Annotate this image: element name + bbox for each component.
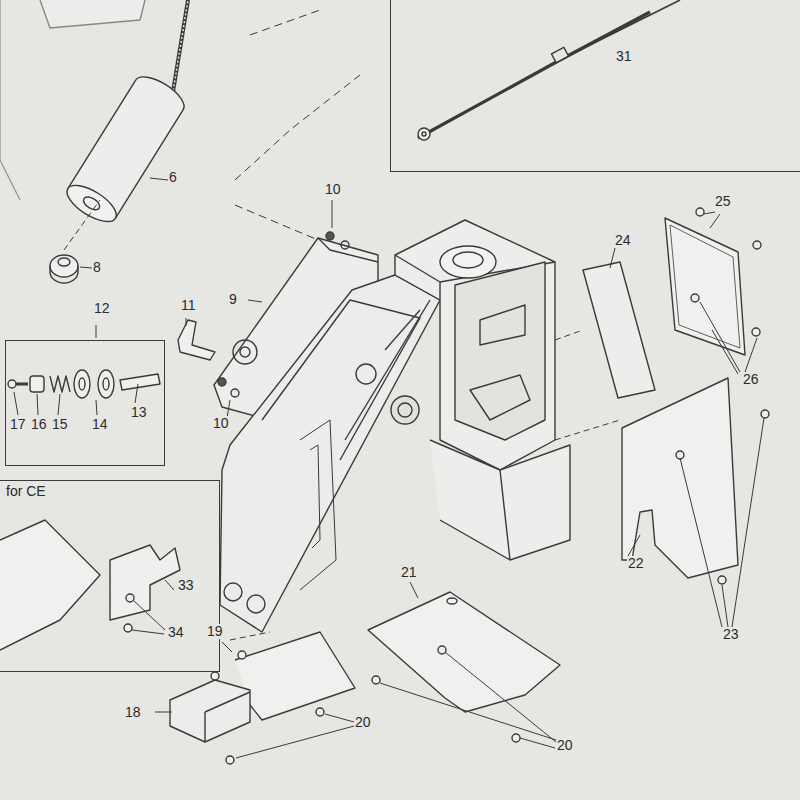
callout-number: 20 [354, 715, 372, 730]
callout-number: 31 [615, 49, 633, 64]
callout-number: 26 [742, 372, 760, 387]
callout-number: 10 [324, 182, 342, 197]
callout-number: 14 [91, 417, 109, 432]
callout-number: 21 [400, 565, 418, 580]
callout-number: 8 [92, 260, 102, 275]
callout-number: 12 [93, 301, 111, 316]
callout-number: 13 [130, 405, 148, 420]
callout-number: 20 [556, 738, 574, 753]
callout-number: 19 [206, 624, 224, 639]
inset-heading: for CE [5, 484, 47, 499]
callout-number: 15 [51, 417, 69, 432]
callout-number: 18 [124, 705, 142, 720]
callout-number: 23 [722, 627, 740, 642]
callout-number: 11 [180, 298, 197, 313]
callout-number: 9 [228, 292, 238, 307]
callout-number: 33 [177, 578, 195, 593]
parts-inset-box: 31 [390, 0, 800, 172]
callout-number: 6 [168, 170, 178, 185]
callout-number: 16 [30, 417, 48, 432]
ce-option-box: for CE 33 34 [0, 480, 220, 672]
parts-group-box: 121716151413 [5, 340, 165, 466]
callout-number: 17 [9, 417, 27, 432]
callout-number: 25 [714, 194, 732, 209]
callout-number: 34 [167, 625, 185, 640]
callout-number: 24 [614, 233, 632, 248]
callout-number: 22 [627, 556, 645, 571]
callout-number: 10 [212, 416, 230, 431]
